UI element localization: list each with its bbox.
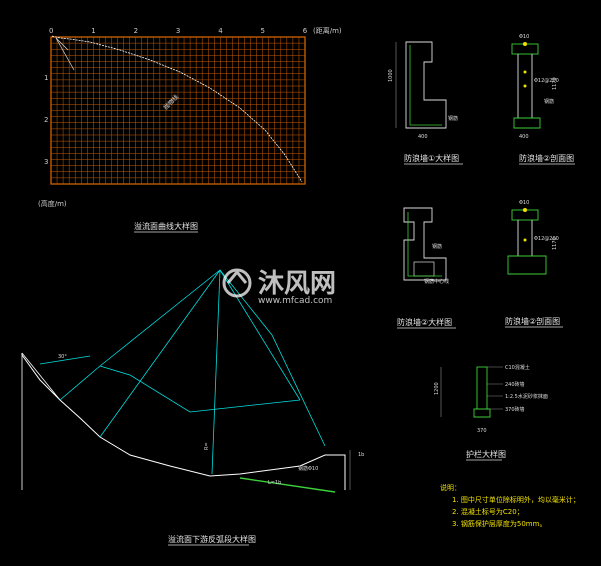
notes: 说明： 1. 图中尺寸单位除标明外，均以毫米计； 2. 混凝土标号为C20； 3…: [440, 483, 580, 528]
section-profile: [21, 353, 346, 490]
spillway-curve: [51, 35, 303, 183]
spillway-section: 30° R= 钢筋Φ10 L=1b 1b 溢流面下游反弧段大样图: [21, 269, 364, 546]
guard-layer-2: 240砖墙: [505, 381, 525, 388]
rebar-mid-label: Φ12@200: [534, 78, 559, 84]
note-item-1: 1. 图中尺寸单位除标明外，均以毫米计；: [452, 495, 580, 504]
x-axis-label: (距离/m): [313, 26, 342, 35]
wall-1-bottom-dim: 400: [418, 134, 428, 140]
watermark-logo-icon: [222, 268, 252, 298]
rebar-mid-label-2: Φ12@200: [534, 236, 559, 242]
section-rebar-label: 钢筋Φ10: [298, 465, 318, 472]
wall-4-base: [507, 255, 547, 275]
watermark: 沐风网 www.mfcad.com: [222, 268, 336, 306]
rebar-dot-2: [523, 70, 527, 74]
guard-base: [473, 408, 491, 418]
section-angle-label: 30°: [58, 354, 67, 360]
detail-3-title: 防浪墙②大样图: [397, 317, 452, 327]
rebar-top-label: Φ10: [519, 34, 529, 40]
wall-3-annot: 钢筋: [432, 243, 442, 250]
x-tick-label: 1: [91, 27, 95, 35]
radius-line-1: [99, 269, 221, 438]
radius-line-3: [219, 269, 301, 401]
detail-1-title: 防浪墙①大样图: [404, 153, 459, 163]
guard-title: 护栏大样图: [466, 449, 506, 459]
section-title: 溢流面下游反弧段大样图: [168, 534, 256, 544]
x-tick-label: 5: [261, 27, 265, 35]
x-tick-label: 0: [49, 27, 53, 35]
radius-line-2: [211, 269, 221, 475]
section-rebar-line: [239, 477, 336, 493]
wall-2-base: [513, 117, 541, 129]
guard-post: [476, 366, 488, 410]
rebar-dot-4: [523, 208, 527, 212]
wall-1-outline: [405, 41, 447, 129]
x-ticks: 0 1 2 3 4 5 6: [49, 27, 308, 35]
guard-bottom-dim: 370: [477, 428, 487, 434]
note-item-3: 3. 钢筋保护层厚度为50mm。: [452, 519, 546, 528]
wall-1-annot: 钢筋: [448, 115, 458, 122]
y-tick-label: 1: [44, 74, 48, 82]
detail-4: Φ10 Φ12@200 1170 防浪墙②剖面图: [505, 200, 563, 328]
wall-3-rebar: [407, 212, 442, 277]
curve-label: 抛物线: [162, 93, 180, 111]
detail-2: Φ10 Φ12@200 钢筋 1170 400 防浪墙②剖面图: [511, 34, 575, 165]
wall-3-annot-2: 钢筋中心线: [424, 278, 449, 285]
guard-dim: 1200: [434, 382, 440, 395]
angle-leader: [39, 355, 91, 365]
x-tick-label: 6: [303, 27, 308, 35]
arc-chords: [99, 365, 301, 413]
detail-2-title: 防浪墙②剖面图: [519, 153, 574, 163]
x-tick-label: 4: [218, 27, 223, 35]
wall-2-dim: 1170: [552, 77, 558, 90]
rebar-top-label-2: Φ10: [519, 200, 529, 206]
guard-layer-3: 1:2.5水泥砂浆抹面: [505, 393, 548, 400]
detail-4-title: 防浪墙②剖面图: [505, 316, 560, 326]
section-slope: [21, 352, 61, 401]
rebar-dot-3: [523, 84, 527, 88]
curve-slope-line-2: [55, 37, 69, 51]
detail-3: 钢筋 钢筋中心线 防浪墙②大样图: [397, 207, 456, 329]
x-tick-label: 3: [176, 27, 180, 35]
curve-chart-title: 溢流面曲线大样图: [134, 221, 198, 231]
y-tick-label: 2: [44, 116, 48, 124]
wall-3-outline: [403, 207, 447, 281]
y-axis-label: (高度/m): [38, 199, 67, 208]
watermark-brand: 沐风网: [258, 269, 336, 299]
wall-4-dim: 1170: [552, 237, 558, 250]
section-length-label: L=1b: [268, 480, 281, 486]
guard-detail: 1200 C10混凝土 240砖墙 1:2.5水泥砂浆抹面 370砖墙 370 …: [434, 364, 548, 461]
wall-2-bottom-dim: 400: [519, 134, 529, 140]
watermark-url: www.mfcad.com: [258, 296, 332, 306]
notes-heading: 说明：: [440, 483, 461, 492]
x-tick-label: 2: [134, 27, 138, 35]
chart-grid: [51, 37, 305, 184]
wall-1-rebar: [409, 45, 442, 126]
curve-chart: 0 1 2 3 4 5 6 1 2 3 (距离/m) (高度/m) 抛物线 溢流面曲线大样图: [38, 26, 342, 233]
y-ticks: 1 2 3: [44, 74, 48, 166]
rebar-dot-5: [523, 238, 527, 242]
rebar-dot: [523, 42, 527, 46]
wall-1-dim-text: 1000: [388, 69, 394, 82]
wall-3-hole: [413, 261, 435, 277]
guard-layer-1: C10混凝土: [505, 364, 530, 371]
wall-4-stem: [517, 220, 533, 257]
section-height-dim: 1b: [358, 452, 364, 458]
detail-1: 1000 钢筋 400 防浪墙①大样图: [388, 41, 463, 165]
note-item-2: 2. 混凝土标号为C20；: [452, 507, 524, 516]
guard-layer-4: 370砖墙: [505, 406, 525, 413]
section-radius-label: R=: [204, 442, 210, 450]
wall-2-annot: 钢筋: [544, 98, 554, 105]
curve-slope-line: [55, 37, 75, 71]
y-tick-label: 3: [44, 158, 48, 166]
